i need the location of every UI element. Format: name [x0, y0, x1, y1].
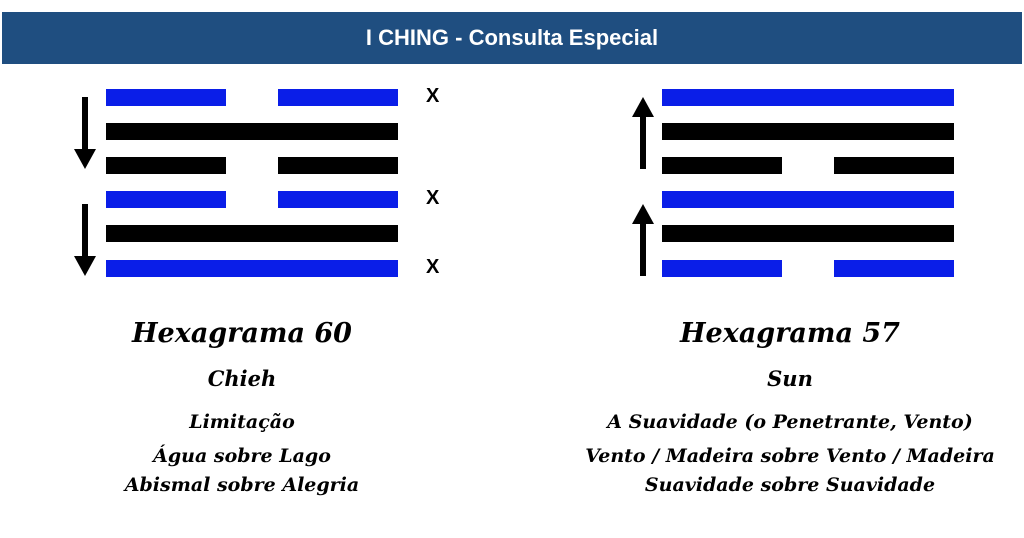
changing-line-marker: X: [426, 256, 440, 278]
hexagram-line-broken-segment: [834, 260, 954, 277]
hexagram-line-broken-segment: [278, 157, 398, 174]
hexagram-trigrams: Vento / Madeira sobre Vento / Madeira: [585, 445, 995, 467]
hexagram-line-solid: [106, 260, 398, 277]
hexagram-line-solid: [106, 123, 398, 140]
hexagram-meaning: A Suavidade (o Penetrante, Vento): [607, 411, 973, 433]
arrow-up-icon: [632, 97, 654, 169]
hexagram-line-broken-segment: [662, 157, 782, 174]
hexagram-meaning: Limitação: [189, 411, 295, 433]
hexagram-57-caption: Hexagrama 57 Sun A Suavidade (o Penetran…: [570, 312, 1010, 500]
changing-line-marker: X: [426, 85, 440, 107]
changing-line-marker: X: [426, 187, 440, 209]
arrow-up-icon: [632, 204, 654, 276]
hexagram-trigrams: Água sobre Lago: [153, 445, 331, 467]
hexagram-title: Hexagrama 57: [680, 318, 900, 349]
hexagram-line-solid: [662, 89, 954, 106]
hexagram-trigram-qualities: Suavidade sobre Suavidade: [644, 474, 936, 496]
hexagram-line-broken-segment: [106, 157, 226, 174]
hexagram-name: Sun: [767, 366, 813, 391]
page-title: I CHING - Consulta Especial: [365, 25, 659, 50]
hexagram-line-solid: [106, 225, 398, 242]
hexagram-line-solid: [662, 225, 954, 242]
arrow-down-icon: [74, 97, 96, 169]
hexagram-title: Hexagrama 60: [132, 318, 352, 349]
arrow-down-icon: [74, 204, 96, 276]
hexagram-line-solid: [662, 191, 954, 208]
hexagram-60-caption: Hexagrama 60 Chieh Limitação Água sobre …: [62, 312, 422, 500]
hexagram-line-broken-segment: [834, 157, 954, 174]
hexagram-line-broken-segment: [278, 89, 398, 106]
hexagram-trigram-qualities: Abismal sobre Alegria: [124, 474, 360, 496]
hexagram-line-solid: [662, 123, 954, 140]
hexagram-line-broken-segment: [106, 191, 226, 208]
hexagram-line-broken-segment: [278, 191, 398, 208]
hexagram-line-broken-segment: [106, 89, 226, 106]
hexagram-name: Chieh: [207, 366, 277, 391]
hexagram-line-broken-segment: [662, 260, 782, 277]
page-header: I CHING - Consulta Especial: [2, 12, 1022, 64]
